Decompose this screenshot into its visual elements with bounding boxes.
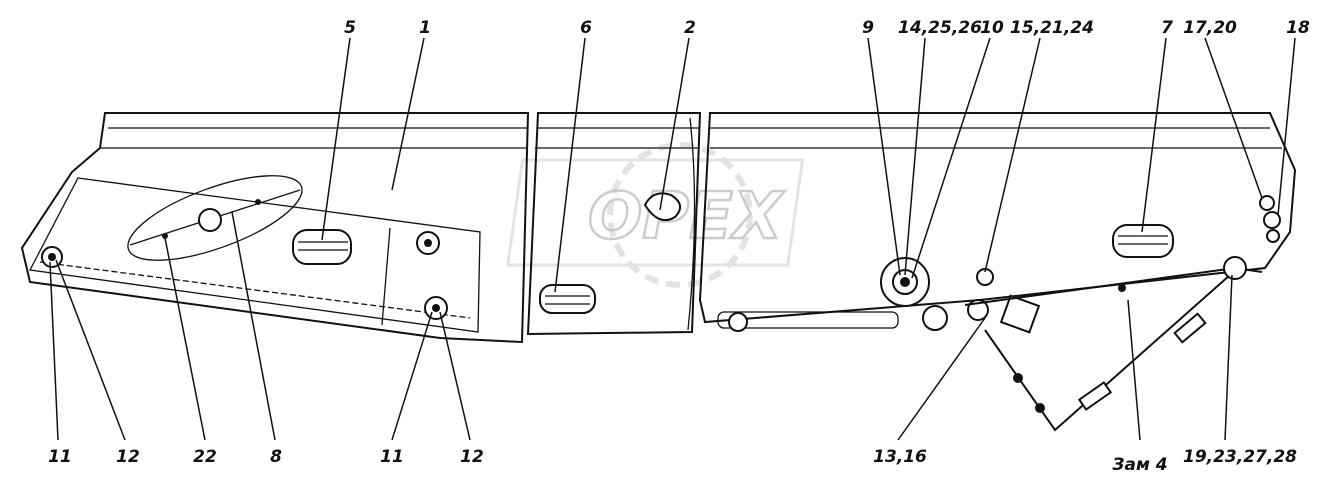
callout-5: 5 (344, 18, 356, 38)
callout-12-left: 12 (116, 447, 140, 467)
watermark: OPEX (506, 142, 805, 288)
callout-13-16: 13,16 (873, 447, 927, 467)
callout-2: 2 (684, 18, 696, 38)
leader-lines (49, 37, 1296, 441)
bottom-callouts: 11 12 22 8 11 12 13,16 Зам 4 19,23,27,28 (48, 447, 1297, 475)
right-panel (698, 112, 1297, 432)
callout-7: 7 (1161, 18, 1173, 38)
callout-14-25-26: 14,25,26 (898, 18, 982, 38)
callout-19-23-27-28: 19,23,27,28 (1183, 447, 1297, 467)
watermark-text: OPEX (588, 180, 785, 254)
callout-15-21-24: 15,21,24 (1010, 18, 1094, 38)
callout-1: 1 (419, 18, 431, 38)
callout-11-left: 11 (48, 447, 72, 467)
top-callouts: 5 1 6 2 9 14,25,26 10 15,21,24 7 17,20 1… (344, 18, 1310, 38)
left-panel (20, 112, 530, 344)
callout-22: 22 (193, 447, 217, 467)
callout-18: 18 (1286, 18, 1310, 38)
middle-panel (526, 112, 702, 336)
callout-10: 10 (980, 18, 1004, 38)
callout-12-right: 12 (460, 447, 484, 467)
callout-6: 6 (580, 18, 592, 38)
callout-zam-4: Зам 4 (1111, 455, 1167, 475)
callout-8: 8 (270, 447, 282, 467)
callout-11-right: 11 (380, 447, 404, 467)
callout-17-20: 17,20 (1183, 18, 1237, 38)
callout-9: 9 (862, 18, 874, 38)
